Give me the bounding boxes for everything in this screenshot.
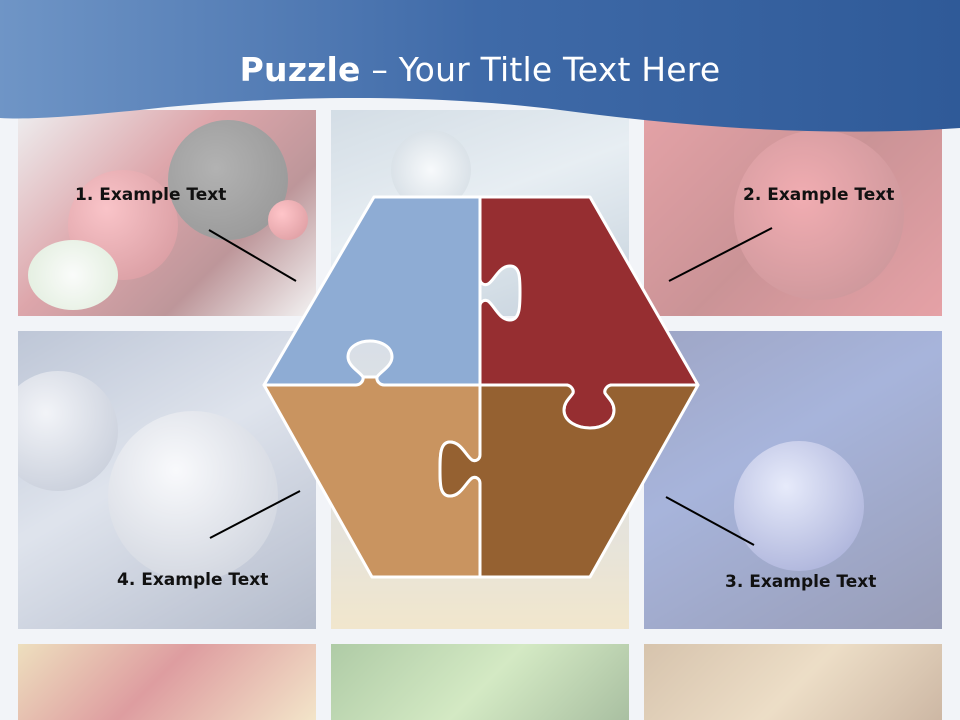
label-2: 2. Example Text [743, 185, 895, 205]
background-photo-green-ornament [331, 644, 629, 720]
background-photo-gift-box [644, 644, 942, 720]
background-photo-blue-bauble [644, 331, 942, 629]
label-4: 4. Example Text [117, 570, 269, 590]
connector-line-4 [209, 490, 301, 539]
page-title: Puzzle – Your Title Text Here [0, 50, 960, 89]
background-photo-red-beads [644, 110, 942, 316]
label-1: 1. Example Text [75, 185, 227, 205]
title-bold: Puzzle [239, 50, 361, 89]
connector-line-1 [208, 229, 297, 282]
title-rest: – Your Title Text Here [360, 50, 721, 89]
puzzle-piece-bottom-right [438, 383, 700, 579]
connector-line-2 [668, 227, 773, 282]
background-photo-gold-ribbon [18, 644, 316, 720]
header-banner [0, 0, 960, 132]
puzzle-piece-top-left [262, 195, 482, 387]
label-3: 3. Example Text [725, 572, 877, 592]
connector-line-3 [665, 496, 755, 546]
background-photo-red-ornaments [18, 110, 316, 316]
